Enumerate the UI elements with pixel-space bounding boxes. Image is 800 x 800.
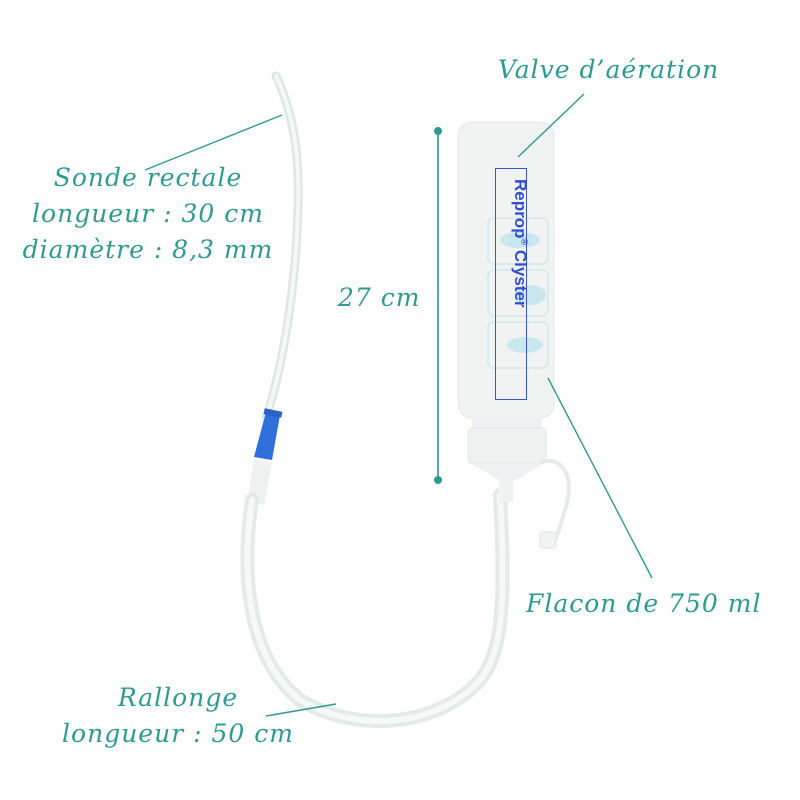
rectal-probe-length: longueur : 30 cm (32, 199, 264, 228)
dimension-dot-bottom (434, 476, 442, 484)
air-valve-annotation: Valve d’aération (498, 55, 720, 84)
blue-connector (254, 412, 280, 460)
rectal-probe-annotation: Sonde rectale longueur : 30 cm diamètre … (8, 160, 288, 268)
brand-label: Reprop® Clyster (510, 179, 530, 308)
bottle-height-annotation: 27 cm (338, 283, 421, 312)
leader-line-sonde (144, 114, 283, 171)
cap-tether (539, 458, 571, 542)
rectal-probe-title: Sonde rectale (53, 163, 243, 192)
bottle-cap (467, 427, 547, 465)
extension-annotation: Rallonge longueur : 50 cm (48, 680, 308, 752)
leader-line-valve (517, 93, 585, 158)
brand-name: Reprop (511, 179, 530, 239)
extension-length: longueur : 50 cm (62, 719, 294, 748)
leader-line-flacon (547, 377, 653, 579)
dimension-dot-top (434, 127, 442, 135)
leader-line-rallonge (265, 703, 337, 717)
product-name: Clyster (511, 249, 530, 308)
extension-title: Rallonge (117, 683, 239, 712)
registered-mark: ® (519, 238, 530, 246)
brand-label-box: Reprop® Clyster (495, 168, 530, 400)
bottle-volume-annotation: Flacon de 750 ml (526, 589, 762, 618)
rectal-probe-diameter: diamètre : 8,3 mm (22, 235, 274, 264)
